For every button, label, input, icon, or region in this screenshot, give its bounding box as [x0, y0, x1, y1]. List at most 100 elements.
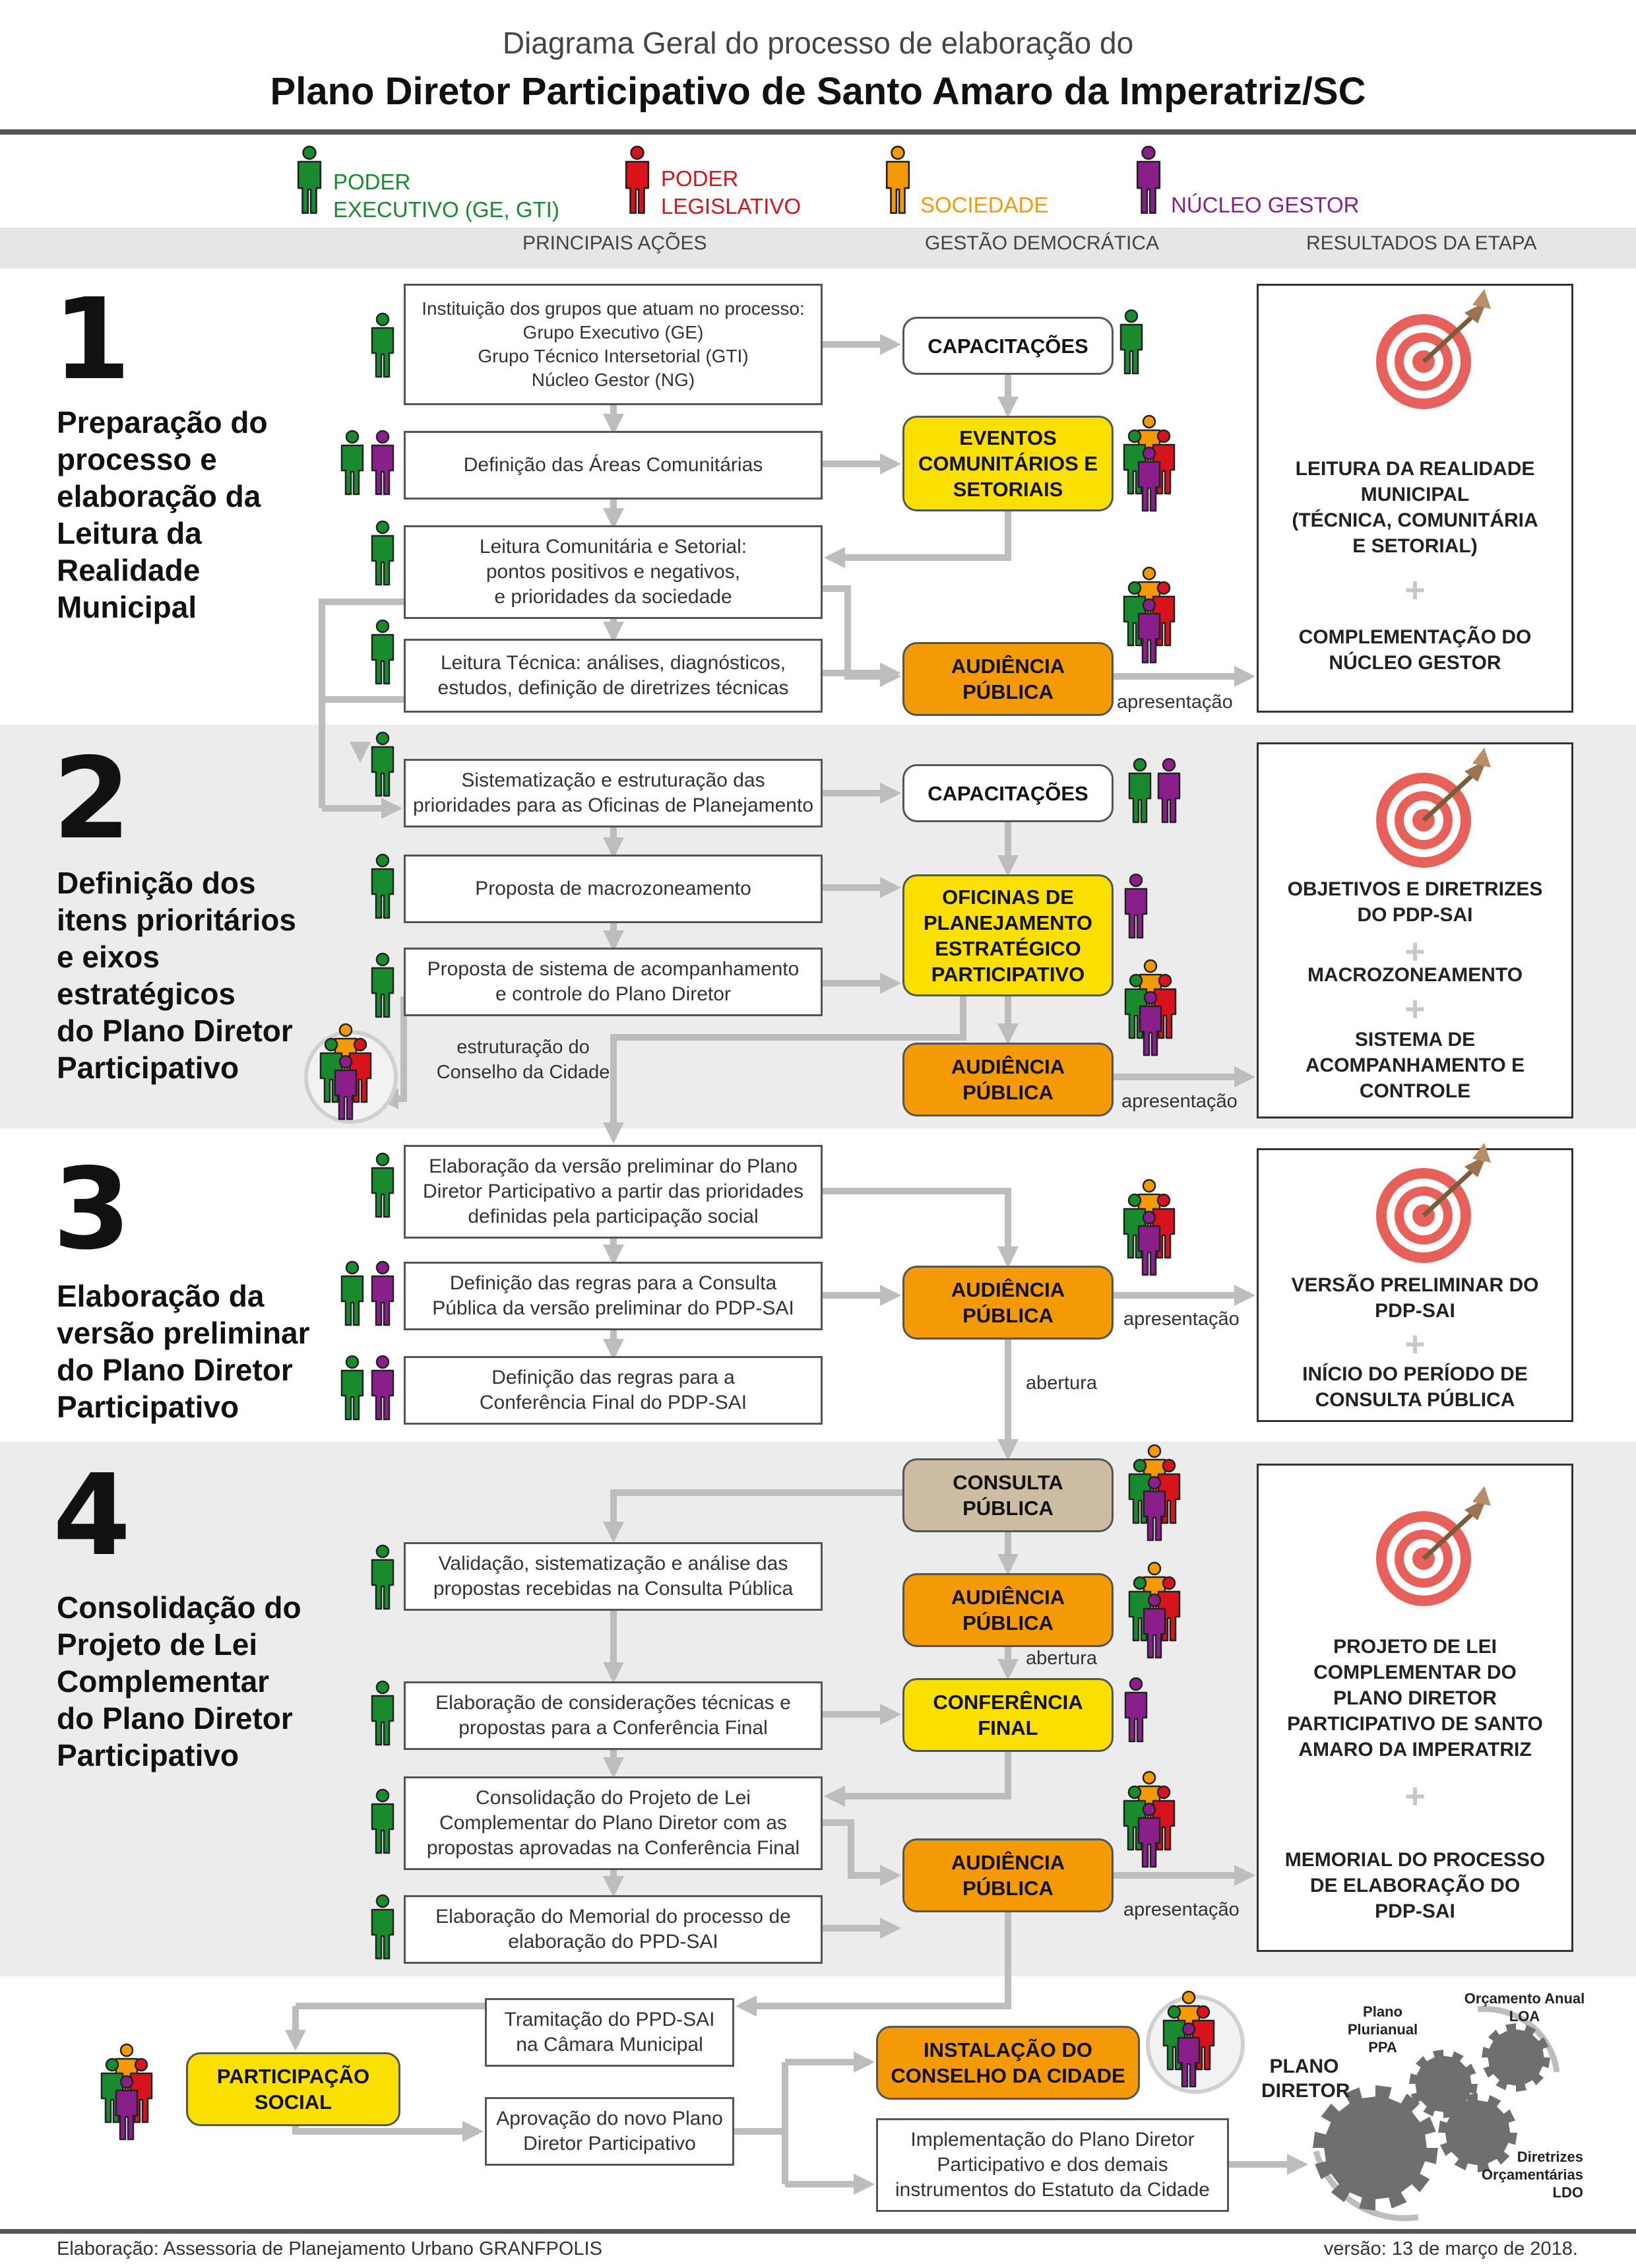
note-apresentacao-1: apresentação — [1117, 692, 1233, 713]
action-consideracoes-tecnicas: Elaboração de considerações técnicas e p… — [404, 1681, 823, 1750]
result-sistema-acompanhamento: SISTEMA DE ACOMPANHAMENTO E CONTROLE — [1305, 1029, 1525, 1102]
arrow-head — [997, 1659, 1019, 1680]
results-stage-2: OBJETIVOS E DIRETRIZES DO PDP-SAI + MACR… — [1257, 742, 1573, 1118]
action-proposta-acompanhamento: Proposta de sistema de acompanhamento e … — [404, 948, 823, 1016]
arrow-head — [880, 783, 901, 804]
arrow-head — [880, 334, 901, 355]
result-macrozoneamento: MACROZONEAMENTO — [1307, 964, 1523, 986]
note-abertura-2: abertura — [1026, 1648, 1098, 1669]
audiencia-publica-1: AUDIÊNCIA PÚBLICA — [902, 642, 1114, 716]
arrow-head — [997, 1023, 1019, 1045]
arrow-head — [1234, 1066, 1255, 1087]
target-icon — [1376, 1486, 1491, 1606]
arrow-head — [603, 1522, 624, 1543]
person-icon — [1137, 598, 1161, 664]
header-results: RESULTADOS DA ETAPA — [1306, 232, 1537, 254]
action-consolidacao-projeto: Consolidação do Projeto de Lei Complemen… — [404, 1776, 823, 1870]
target-icon — [1376, 748, 1491, 868]
person-icon — [340, 430, 364, 496]
footer-version: versão: 13 de março de 2018. — [1323, 2238, 1578, 2259]
connector-line — [823, 1819, 896, 1879]
legend-executivo-label: PODER EXECUTIVO (GE, GTI) — [333, 170, 559, 222]
stage-3-title: Elaboração da versão preliminar do Plano… — [57, 1279, 310, 1424]
plus-icon: + — [1404, 1776, 1426, 1816]
participacao-social: PARTICIPAÇÃO SOCIAL — [186, 2052, 400, 2126]
person-icon — [371, 1788, 394, 1854]
connector-line — [292, 2126, 478, 2135]
arrow-head — [854, 2052, 875, 2073]
gear-label-plano-diretor: PLANO DIRETOR — [1261, 2056, 1350, 2102]
connector-line — [829, 511, 1011, 561]
person-icon — [371, 1680, 394, 1746]
arrow-head — [350, 742, 371, 763]
target-icon — [1376, 289, 1491, 409]
person-icon — [371, 520, 394, 586]
person-icon — [340, 1355, 364, 1421]
arrow-head — [1287, 2154, 1308, 2175]
plus-icon: + — [1404, 932, 1426, 971]
result-consulta-publica: INÍCIO DO PERÍODO DE CONSULTA PÚBLICA — [1302, 1363, 1528, 1411]
person-icon — [371, 619, 394, 685]
arrow-head — [603, 1245, 624, 1266]
action-aprovacao: Aprovação do novo Plano Diretor Particip… — [485, 2097, 734, 2166]
person-icon — [334, 1054, 358, 1120]
action-memorial: Elaboração do Memorial do processo de el… — [404, 1895, 823, 1964]
title-line-2: Plano Diretor Participativo de Santo Ama… — [270, 70, 1366, 113]
arrow-head — [603, 1122, 624, 1144]
arrow-head — [1234, 666, 1255, 687]
person-icon — [371, 430, 394, 496]
arrow-head — [1234, 1865, 1255, 1886]
person-icon — [297, 145, 322, 214]
person-icon — [1124, 1677, 1148, 1743]
eventos-comunitarios: EVENTOS COMUNITÁRIOS E SETORIAIS — [902, 416, 1114, 511]
note-apresentacao-4: apresentação — [1123, 1899, 1240, 1920]
person-icon — [1177, 2022, 1201, 2088]
arrow-head — [880, 663, 901, 684]
plus-icon: + — [1404, 989, 1426, 1029]
arrow-head — [854, 2174, 875, 2195]
person-icon — [371, 853, 394, 919]
capacitacoes-1: CAPACITAÇÕES — [902, 317, 1114, 375]
arrow-head — [603, 930, 624, 952]
gear-icon — [1409, 2050, 1478, 2118]
note-conselho: estruturação do Conselho da Cidade — [436, 1037, 610, 1083]
person-icon — [371, 1355, 394, 1421]
result-objetivos-diretrizes: OBJETIVOS E DIRETRIZES DO PDP-SAI — [1287, 878, 1543, 926]
arrow-head — [285, 2030, 306, 2051]
person-icon — [115, 2075, 139, 2141]
person-icon — [1139, 990, 1162, 1056]
title-rule — [0, 129, 1636, 135]
header-management: GESTÃO DEMOCRÁTICA — [925, 232, 1160, 254]
gear-icon — [1482, 2023, 1550, 2092]
arrow-head — [880, 1285, 901, 1306]
note-apresentacao-3: apresentação — [1123, 1309, 1240, 1330]
arrow-head — [880, 453, 901, 474]
arrow-head — [997, 1247, 1019, 1268]
arrow-head — [997, 1554, 1019, 1575]
person-icon — [371, 731, 394, 797]
arrow-head — [603, 414, 624, 435]
person-icon — [1128, 758, 1152, 824]
stage-2-title: Definição dos itens prioritários e eixos… — [57, 866, 296, 1085]
note-apresentacao-2: apresentação — [1121, 1091, 1238, 1112]
audiencia-publica-2: AUDIÊNCIA PÚBLICA — [902, 1043, 1114, 1117]
footer-credit: Elaboração: Assessoria de Planejamento U… — [57, 2238, 602, 2259]
arrow-head — [736, 1995, 757, 2017]
target-icon — [1376, 1143, 1491, 1263]
person-icon — [1136, 145, 1161, 214]
person-icon — [371, 312, 394, 378]
column-header-band — [0, 228, 1636, 269]
action-instituicao-grupos: Instituição dos grupos que atuam no proc… — [404, 284, 823, 405]
arrow-head — [997, 397, 1019, 418]
gear-icon — [1438, 2093, 1517, 2172]
action-sistematizacao-prioridades: Sistematização e estruturação das priori… — [404, 759, 823, 827]
person-icon — [1137, 446, 1161, 512]
connector-line — [319, 599, 404, 808]
arrow-head — [880, 973, 901, 994]
gear-label-ppa: Plano Plurianual PPA — [1347, 2003, 1418, 2056]
consulta-publica: CONSULTA PÚBLICA — [902, 1458, 1114, 1532]
action-versao-preliminar: Elaboração da versão preliminar do Plano… — [404, 1145, 823, 1239]
footer-rule — [0, 2229, 1636, 2234]
arrow-head — [997, 855, 1019, 876]
